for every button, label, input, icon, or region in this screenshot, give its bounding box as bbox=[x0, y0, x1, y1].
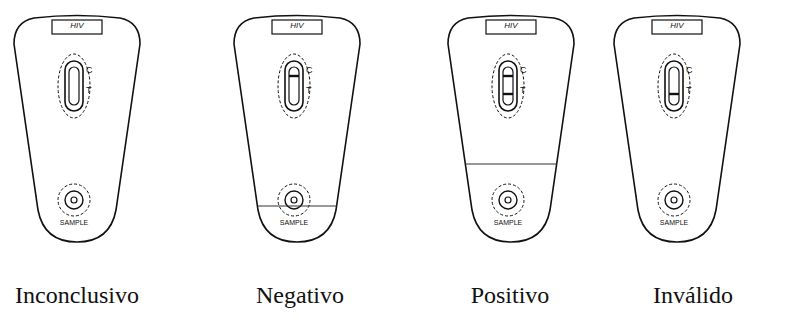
test-mark: T bbox=[86, 86, 92, 95]
result-caption: Negativo bbox=[256, 282, 344, 308]
sample-ring bbox=[278, 184, 310, 216]
result-slot bbox=[69, 67, 79, 105]
test-cassette: HIV C T SAMPLE bbox=[232, 14, 362, 246]
result-caption: Positivo bbox=[471, 282, 550, 308]
window-ring bbox=[58, 54, 90, 118]
result-slot bbox=[289, 67, 299, 105]
test-mark: T bbox=[686, 86, 692, 95]
result-caption: Inconclusivo bbox=[15, 282, 139, 308]
result-slot bbox=[669, 67, 679, 105]
result-window bbox=[65, 61, 83, 111]
window-ring bbox=[658, 54, 690, 118]
cassette-drawing bbox=[12, 14, 142, 246]
label-box bbox=[652, 20, 702, 34]
cassette-drawing bbox=[612, 14, 742, 246]
result-band bbox=[503, 75, 513, 77]
result-band bbox=[503, 93, 513, 95]
sample-label: SAMPLE bbox=[494, 219, 522, 226]
sample-hole bbox=[505, 197, 511, 203]
sample-hole bbox=[671, 197, 677, 203]
test-cassette: HIV C T SAMPLE bbox=[446, 14, 576, 246]
test-mark: T bbox=[306, 86, 312, 95]
sample-label: SAMPLE bbox=[660, 219, 688, 226]
cassette-outline bbox=[14, 16, 140, 243]
cassette-outline bbox=[448, 16, 574, 243]
sample-label: SAMPLE bbox=[60, 219, 88, 226]
cassette-drawing bbox=[232, 14, 362, 246]
result-window bbox=[285, 61, 303, 111]
window-ring bbox=[492, 54, 524, 118]
control-mark: C bbox=[686, 66, 693, 75]
cassette-drawing bbox=[446, 14, 576, 246]
sample-well bbox=[665, 191, 683, 209]
result-band bbox=[669, 93, 679, 95]
result-caption: Inválido bbox=[653, 282, 733, 308]
sample-ring bbox=[492, 184, 524, 216]
result-band bbox=[289, 75, 299, 77]
result-window bbox=[665, 61, 683, 111]
label-box bbox=[486, 20, 536, 34]
test-cassette: HIV C T SAMPLE bbox=[612, 14, 742, 246]
test-mark: T bbox=[520, 86, 526, 95]
label-box bbox=[272, 20, 322, 34]
fluid-front bbox=[232, 205, 362, 206]
fluid-front bbox=[446, 163, 576, 164]
result-window bbox=[499, 61, 517, 111]
device-label: HIV bbox=[670, 22, 683, 30]
device-label: HIV bbox=[70, 22, 83, 30]
control-mark: C bbox=[306, 66, 313, 75]
label-box bbox=[52, 20, 102, 34]
sample-ring bbox=[658, 184, 690, 216]
sample-well bbox=[499, 191, 517, 209]
cassette-outline bbox=[614, 16, 740, 243]
test-cassette: HIV C T SAMPLE bbox=[12, 14, 142, 246]
device-label: HIV bbox=[290, 22, 303, 30]
sample-hole bbox=[71, 197, 77, 203]
cassette-outline bbox=[234, 16, 360, 243]
sample-ring bbox=[58, 184, 90, 216]
control-mark: C bbox=[86, 66, 93, 75]
device-label: HIV bbox=[504, 22, 517, 30]
window-ring bbox=[278, 54, 310, 118]
sample-hole bbox=[291, 197, 297, 203]
sample-well bbox=[65, 191, 83, 209]
result-slot bbox=[503, 67, 513, 105]
control-mark: C bbox=[520, 66, 527, 75]
sample-label: SAMPLE bbox=[280, 219, 308, 226]
